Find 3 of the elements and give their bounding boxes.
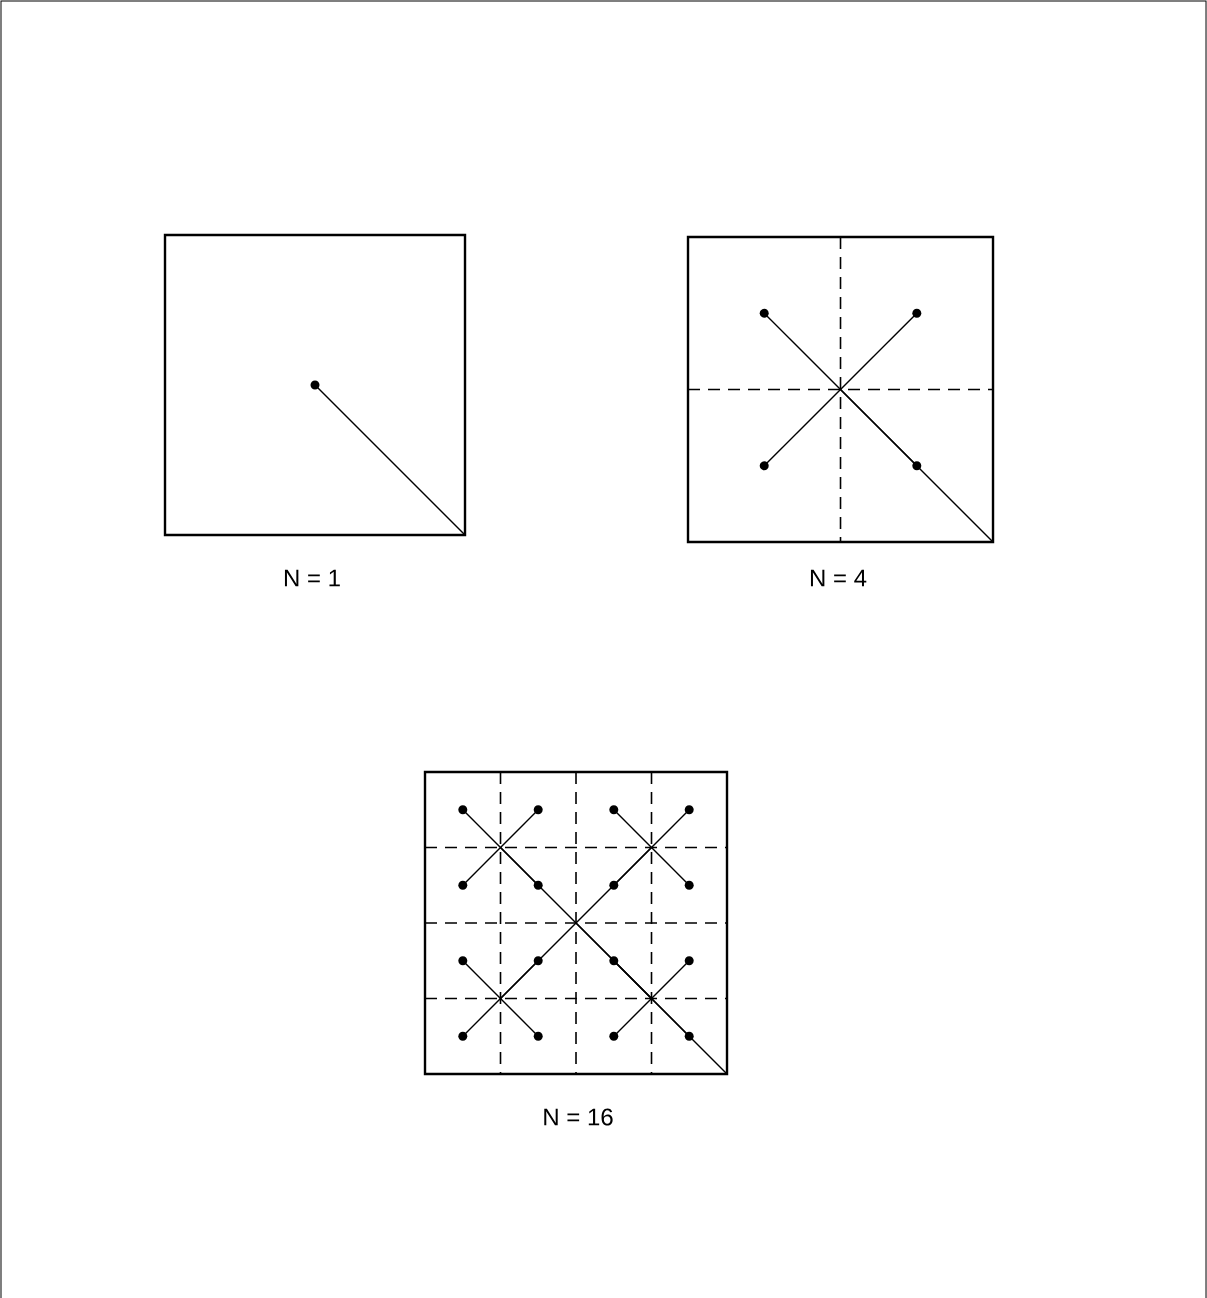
- panel-label: N = 16: [544, 1108, 613, 1126]
- panel-label: N = 4: [810, 569, 867, 587]
- panel-label: N = 1: [284, 569, 340, 587]
